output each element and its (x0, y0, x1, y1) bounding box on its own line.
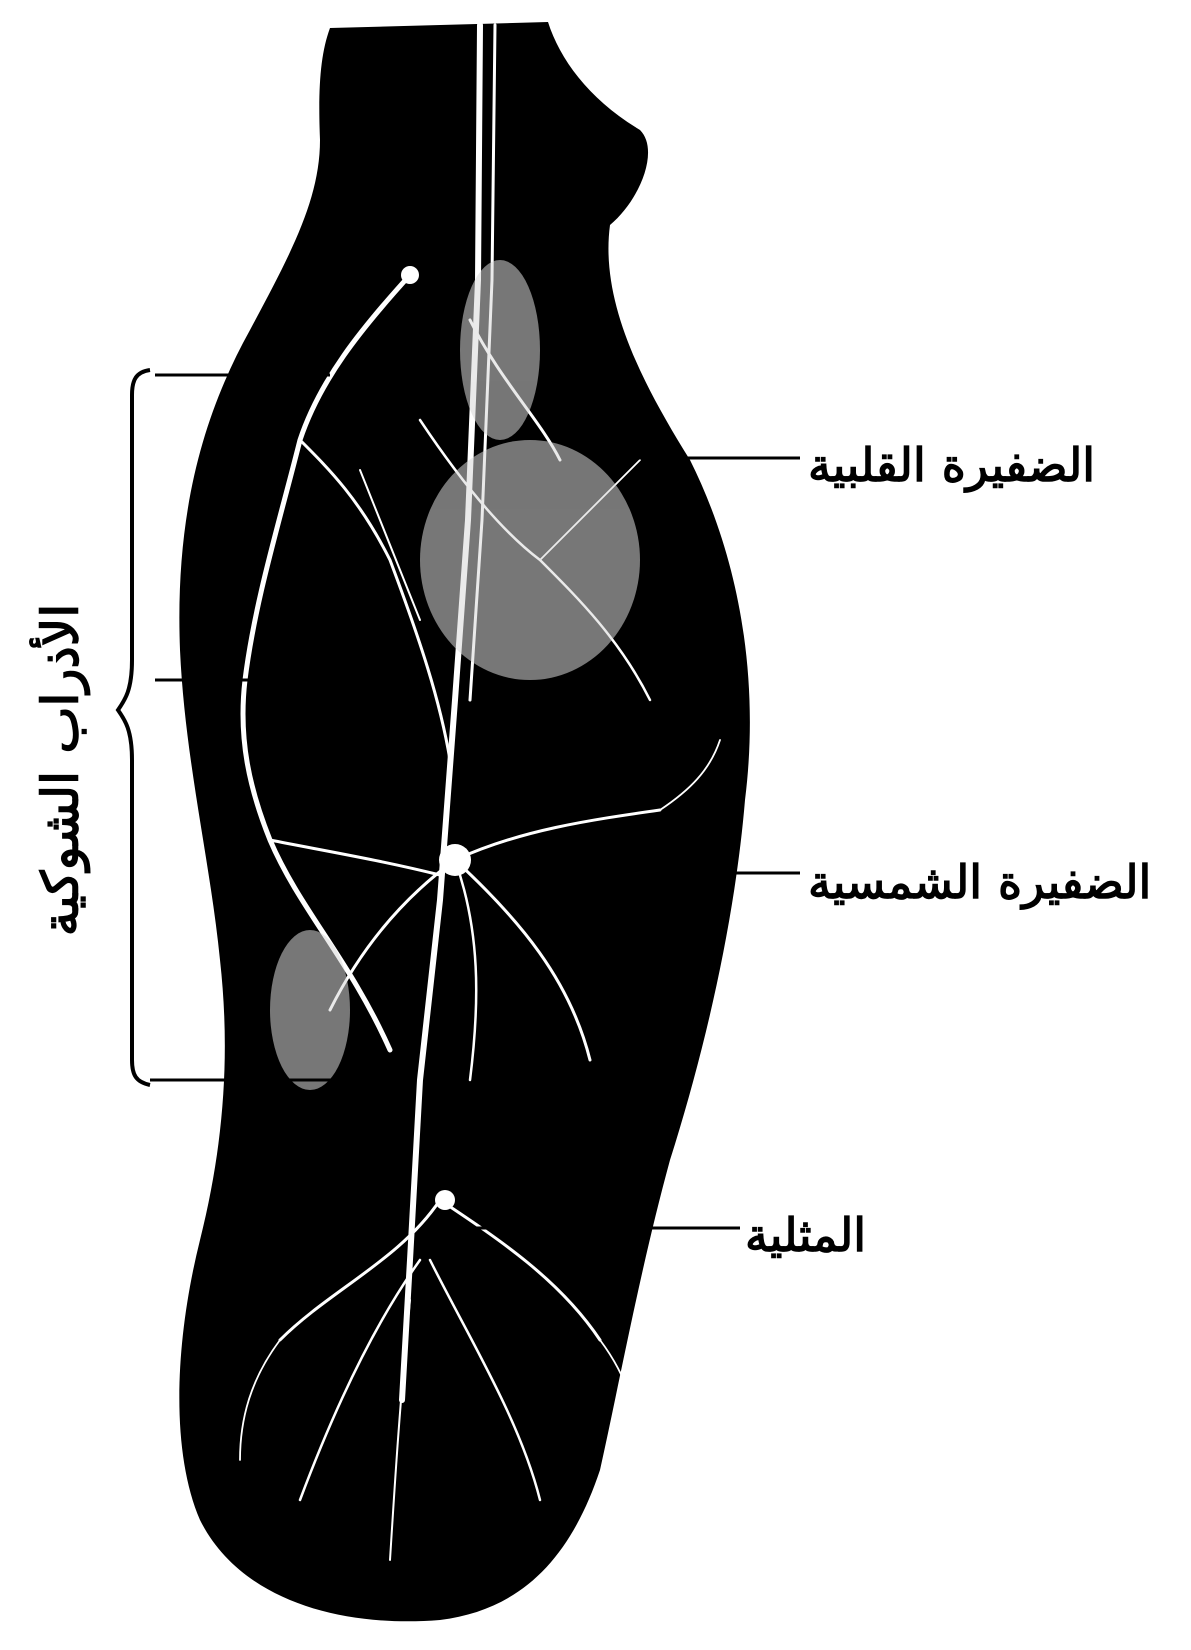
kidney-region (270, 930, 350, 1090)
upper-ganglion (401, 266, 419, 284)
label-cardiac-plexus: الضفيرة القلبية (808, 438, 1095, 492)
label-triangular: المثلية (745, 1208, 866, 1262)
upper-organ (460, 260, 540, 440)
solar-ganglion (439, 844, 471, 876)
heart-region (420, 440, 640, 680)
label-solar-plexus: الضفيرة الشمسية (808, 855, 1151, 909)
triangular-ganglion (435, 1190, 455, 1210)
sympathetic-bracket (118, 370, 150, 1085)
label-sympathetic-chain: الأذراب الشوكية (31, 604, 90, 936)
